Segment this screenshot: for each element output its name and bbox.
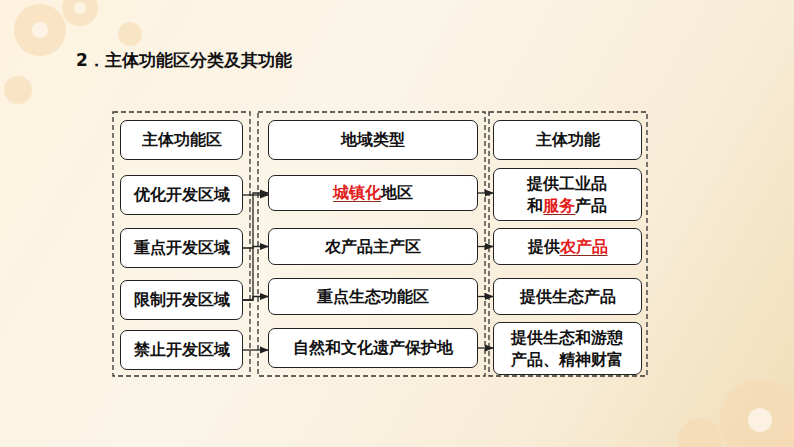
function-box: 重点开发区域 [120, 228, 243, 268]
label-text: 重点开发区域 [134, 238, 230, 257]
arrow-connector [243, 193, 268, 248]
function-box: 优化开发区域 [120, 175, 243, 215]
label-text: 提供生态产品 [520, 287, 616, 306]
function-box: 农产品主产区 [268, 228, 478, 265]
box-text: 提供工业品和服务产品 [525, 173, 610, 216]
box-text: 禁止开发区域 [134, 339, 230, 361]
answer-text: 城镇化 [333, 183, 381, 202]
box-text: 自然和文化遗产保护地 [293, 337, 453, 359]
box-text: 重点开发区域 [134, 237, 230, 259]
box-text: 主体功能 [536, 129, 600, 151]
function-box: 提供生态产品 [493, 278, 642, 315]
label-text: 重点生态功能区 [317, 287, 429, 306]
function-box: 限制开发区域 [120, 280, 243, 320]
label-text: 主体功能 [536, 130, 600, 149]
label-text: 提供生态和游憩产品、精神财富 [511, 328, 623, 369]
box-text: 主体功能区 [142, 129, 222, 151]
left-panel [113, 112, 250, 376]
header-box: 主体功能 [493, 120, 642, 160]
label-text: 提供 [528, 237, 560, 256]
function-box: 提供农产品 [493, 228, 642, 265]
header-box: 地域类型 [268, 120, 478, 160]
box-text: 重点生态功能区 [317, 286, 429, 308]
answer-text: 服务 [543, 196, 575, 215]
box-text: 优化开发区域 [134, 184, 230, 206]
slide-title: 2．主体功能区分类及其功能 [76, 49, 292, 72]
label-text: 农产品主产区 [325, 237, 421, 256]
label-text: 主体功能区 [142, 130, 222, 149]
middle-panel [258, 112, 485, 376]
label-text: 优化开发区域 [134, 185, 230, 204]
box-text: 农产品主产区 [325, 236, 421, 258]
box-text: 提供生态和游憩产品、精神财富 [509, 327, 626, 370]
arrow-connector [478, 192, 493, 193]
function-box: 城镇化地区 [268, 175, 478, 211]
box-text: 提供生态产品 [520, 286, 616, 308]
box-text: 提供农产品 [528, 236, 608, 258]
box-text: 城镇化地区 [333, 182, 413, 204]
right-panel [489, 112, 647, 376]
label-text: 禁止开发区域 [134, 340, 230, 359]
label-text: 地区 [381, 183, 413, 202]
function-box: 提供生态和游憩产品、精神财富 [493, 322, 642, 375]
function-box: 提供工业品和服务产品 [493, 168, 642, 221]
arrow-connector [243, 194, 268, 195]
label-text: 产品 [575, 196, 607, 215]
header-box: 主体功能区 [120, 120, 243, 160]
arrow-connector [478, 296, 493, 297]
label-text: 自然和文化遗产保护地 [293, 338, 453, 357]
arrow-connector [243, 349, 268, 350]
arrow-connector [243, 297, 268, 301]
function-box: 自然和文化遗产保护地 [268, 328, 478, 368]
function-box: 重点生态功能区 [268, 278, 478, 315]
arrow-connector [478, 246, 493, 247]
arrow-connector [478, 347, 493, 348]
label-text: 地域类型 [341, 130, 405, 149]
answer-text: 农产品 [560, 237, 608, 256]
box-text: 限制开发区域 [134, 289, 230, 311]
arrow-connector [243, 247, 268, 301]
label-text: 限制开发区域 [134, 290, 230, 309]
box-text: 地域类型 [341, 129, 405, 151]
function-box: 禁止开发区域 [120, 330, 243, 370]
